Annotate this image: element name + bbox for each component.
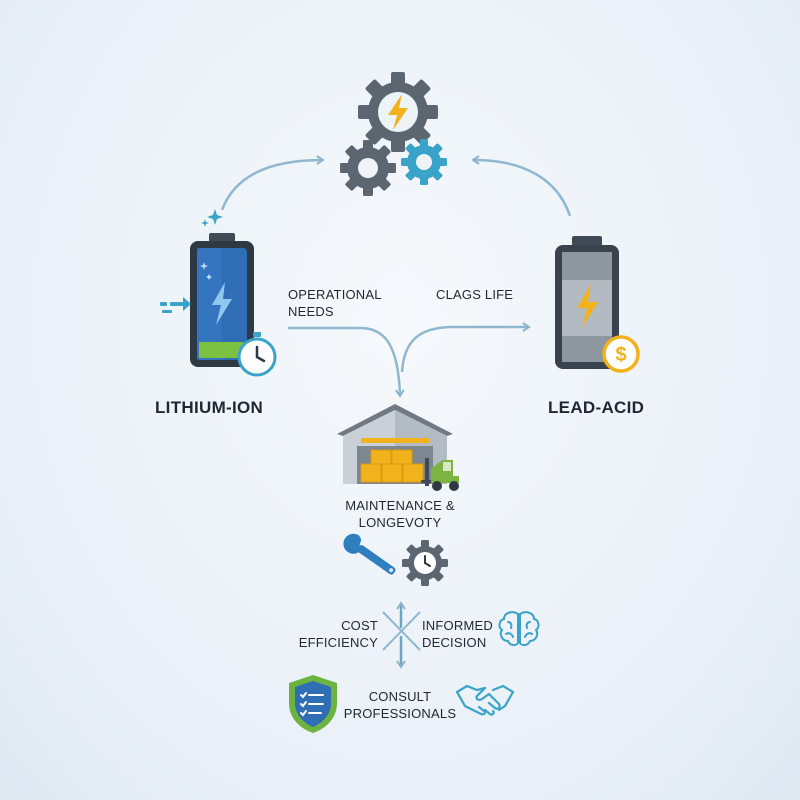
svg-text:$: $ [615,344,626,366]
operational-needs-line1: OPERATIONAL [288,287,382,302]
arrow-lithium-to-gears [220,155,325,211]
lithium-ion-label: LITHIUM-ION [155,398,264,417]
operational-needs-label: OPERATIONAL NEEDS [288,286,382,320]
maintenance-line1: MAINTENANCE & [345,498,455,513]
warehouse-forklift-icon [337,404,459,491]
consult-professionals-label: CONSULT PROFESSIONALS [335,688,465,722]
arrow-lead-to-gears [471,155,572,217]
cost-line1: COST [341,618,378,633]
lead-acid-label: LEAD-ACID [548,398,645,417]
arrow-operational-to-warehouse [288,326,405,398]
wrench-gear-clock-icon [343,533,448,586]
consult-line1: CONSULT [368,689,432,704]
lithium-battery-icon [160,209,277,377]
lead-acid-battery-icon: $ [555,236,640,373]
shield-checklist-icon [289,675,337,733]
informed-line1: INFORMED [422,618,493,633]
brain-icon [498,611,540,647]
informed-decision-label: INFORMED DECISION [422,617,493,651]
consult-line2: PROFESSIONALS [343,706,457,721]
operational-needs-line2: NEEDS [288,304,334,319]
clags-life-label: CLAGS LIFE [436,287,514,302]
cost-line2: EFFICIENCY [298,635,378,650]
handshake-icon [455,684,515,716]
arrow-center-to-lead [400,322,531,373]
cross-line-b [382,611,421,651]
maintenance-longevity-label: MAINTENANCE & LONGEVOTY [320,497,480,531]
informed-line2: DECISION [422,635,487,650]
cost-efficiency-label: COST EFFICIENCY [282,617,378,651]
gears-lightning-icon [340,72,447,196]
maintenance-line2: LONGEVOTY [358,515,442,530]
